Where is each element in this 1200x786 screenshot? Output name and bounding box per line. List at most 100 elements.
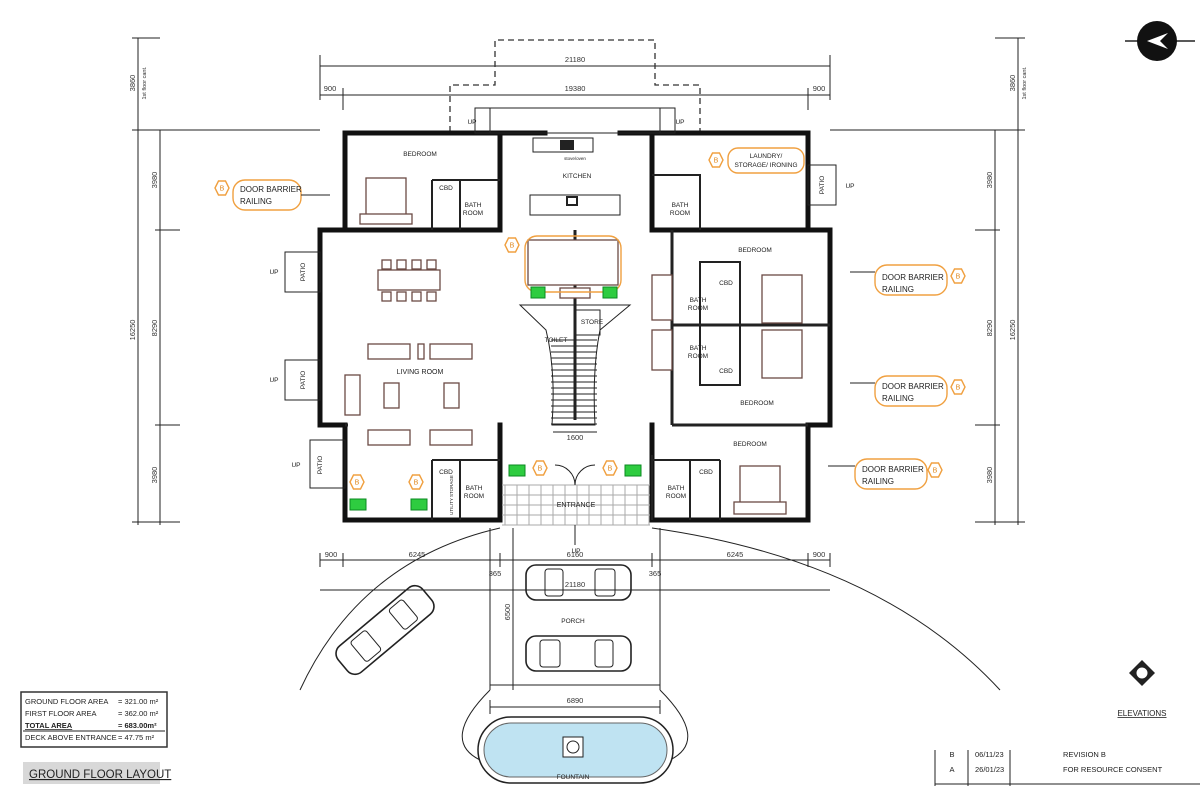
area-row-label: GROUND FLOOR AREA: [25, 697, 108, 706]
dim-900: 900: [325, 550, 338, 559]
hexagon-icon: [950, 268, 966, 284]
room-bedroom-e2: BEDROOM: [740, 400, 774, 407]
room-bath-2: ROOM: [464, 493, 484, 500]
elevations-label: ELEVATIONS: [1117, 709, 1166, 718]
north-arrow-icon: [1125, 21, 1195, 61]
area-row-label: DECK ABOVE ENTRANCE: [25, 733, 117, 742]
patio-label: PATIO: [819, 176, 826, 195]
room-bath: BATH: [690, 297, 707, 304]
patio-label: PATIO: [300, 263, 307, 282]
chair: [426, 291, 437, 302]
revision-b-tag[interactable]: B: [927, 462, 943, 478]
fountain-label: FOUNTAIN: [557, 774, 590, 781]
tag-letter: B: [220, 186, 225, 193]
revision-b-tag[interactable]: B: [950, 268, 966, 284]
driveway: [299, 527, 1001, 761]
staircase: 1600: [518, 304, 632, 442]
svg-text:RAILING: RAILING: [240, 197, 272, 206]
rev-letter: A: [949, 765, 954, 774]
up-label: UP: [291, 462, 300, 469]
tag-letter: B: [608, 466, 613, 473]
dim-900: 900: [813, 550, 826, 559]
room-porch: PORCH: [561, 618, 585, 625]
dim-stair: 1600: [567, 433, 584, 442]
dim-center: 6160: [567, 550, 584, 559]
hexagon-icon: [532, 460, 548, 476]
chair: [426, 259, 437, 270]
dim-v-main: 8290: [150, 320, 159, 337]
chair: [411, 291, 422, 302]
hexagon-icon: [602, 460, 618, 476]
room-bedroom-nw: BEDROOM: [403, 151, 437, 158]
revision-b-tag[interactable]: B: [504, 237, 520, 253]
room-bath: BATH: [672, 202, 689, 209]
tag-letter: B: [933, 468, 938, 475]
lounge-set: [527, 239, 619, 286]
revision-b-tag[interactable]: B: [532, 460, 548, 476]
dim-wing-left: 6245: [409, 550, 426, 559]
chair: [411, 259, 422, 270]
dim-top-900-right: 900: [813, 84, 826, 93]
dim-v-note: 1st floor cant.: [142, 66, 148, 99]
dim-v-main: 8290: [985, 320, 994, 337]
tag-letter: B: [956, 385, 961, 392]
rear-steps: UP UP: [467, 107, 685, 134]
hexagon-icon: [504, 237, 520, 253]
right-dimensions: 3860 1st floor cant. 16250 3980 8290 398…: [830, 37, 1028, 525]
room-bedroom-se: BEDROOM: [733, 441, 767, 448]
revision-b-tag[interactable]: B: [950, 379, 966, 395]
svg-text:DOOR BARRIER: DOOR BARRIER: [882, 382, 944, 391]
revision-b-tag[interactable]: B: [214, 180, 230, 196]
area-row-value: = 47.75 m²: [118, 733, 155, 742]
dim-v-wing: 3980: [985, 172, 994, 189]
hexagon-icon: [708, 152, 724, 168]
left-dimensions: 3860 1st floor cant. 16250 3980 8290 398…: [128, 37, 320, 525]
up-label: UP: [269, 269, 278, 276]
dim-wing-right: 6245: [727, 550, 744, 559]
revision-b-tag[interactable]: B: [408, 474, 424, 490]
elevations-key-icon: ELEVATIONS: [1117, 660, 1167, 718]
room-bath: BATH: [690, 345, 707, 352]
bed: [761, 329, 803, 379]
dim-365: 365: [649, 569, 662, 578]
tag-letter: B: [538, 466, 543, 473]
hexagon-icon: [408, 474, 424, 490]
dim-porch-width: 6890: [567, 696, 584, 705]
room-entrance: ENTRANCE: [557, 502, 596, 509]
chair: [396, 291, 407, 302]
dim-365: 365: [489, 569, 502, 578]
room-utility: UTILITY STORAGE: [449, 475, 454, 515]
dim-top-overall: 21180: [565, 55, 585, 64]
rev-letter: B: [949, 750, 954, 759]
up-label: UP: [467, 119, 476, 126]
callout-laundry: [727, 147, 805, 174]
bed: [365, 177, 407, 221]
cars: [335, 564, 632, 676]
room-cbd: CBD: [439, 469, 453, 476]
room-cbd: CBD: [439, 185, 453, 192]
svg-text:DOOR BARRIER: DOOR BARRIER: [882, 273, 944, 282]
planters: [349, 286, 642, 511]
hexagon-icon: [349, 474, 365, 490]
kitchen-fittings: stove/oven: [529, 137, 621, 216]
car: [335, 584, 435, 676]
hexagon-icon: [214, 180, 230, 196]
revision-b-tag[interactable]: B: [708, 152, 724, 168]
room-living: LIVING ROOM: [397, 369, 444, 376]
dim-top-inner: 19380: [565, 84, 586, 93]
dim-v-wing: 3980: [150, 172, 159, 189]
room-bath-2: ROOM: [688, 353, 708, 360]
revision-b-tag[interactable]: B: [349, 474, 365, 490]
svg-text:DOOR BARRIER: DOOR BARRIER: [862, 465, 924, 474]
room-laundry: LAUNDRY/: [750, 153, 783, 160]
revision-b-tag[interactable]: B: [602, 460, 618, 476]
sofa: [651, 274, 673, 321]
rev-date: 06/11/23: [975, 750, 1004, 759]
sofa: [367, 429, 411, 446]
